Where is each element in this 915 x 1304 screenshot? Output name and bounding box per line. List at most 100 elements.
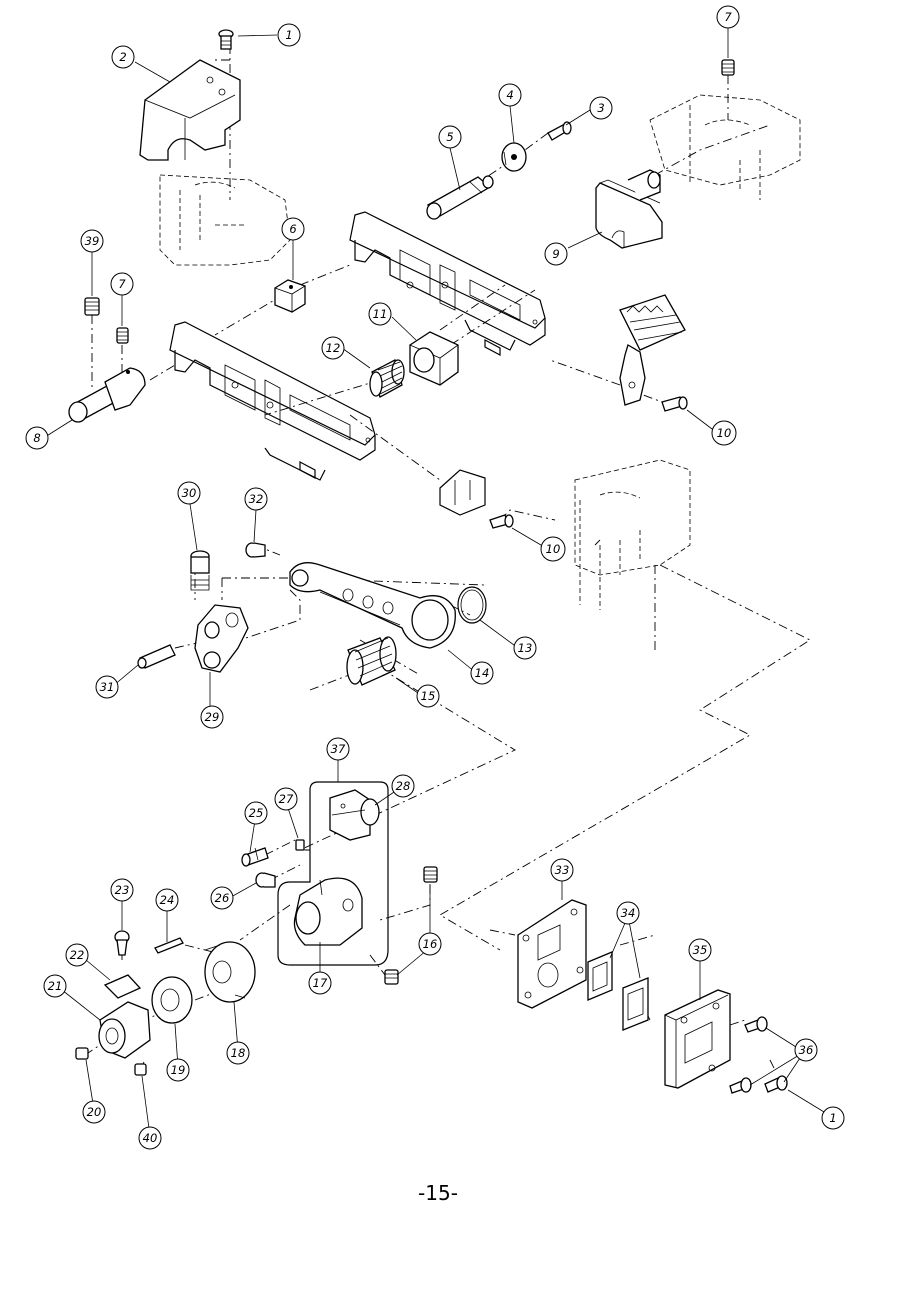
- part-39-setscrew: [84, 297, 100, 316]
- callout-label: 29: [205, 710, 220, 724]
- callout-28: 28: [391, 774, 415, 798]
- callout-12: 12: [321, 336, 345, 360]
- part-15-bearing: [346, 636, 397, 686]
- callout-label: 23: [115, 883, 130, 897]
- leader-lines: [44, 28, 830, 1137]
- callout-19: 19: [166, 1058, 190, 1082]
- callout-2: 2: [111, 45, 135, 69]
- callout-39: 39: [80, 229, 104, 253]
- part-14-rod: [289, 562, 456, 649]
- part-6-block: [274, 279, 306, 313]
- callout-label: 33: [555, 863, 570, 877]
- callout-label: 35: [693, 943, 708, 957]
- callout-label: 1: [285, 28, 292, 42]
- callout-10-lower: 10: [540, 536, 566, 562]
- part-27-setscrew: [295, 839, 305, 851]
- callout-label: 10: [546, 542, 561, 556]
- callout-5: 5: [438, 125, 462, 149]
- callout-29: 29: [200, 705, 224, 729]
- part-10-screw-a: [661, 396, 688, 412]
- part-11-housing: [409, 331, 459, 386]
- part-9-plate: [595, 169, 663, 249]
- part-7-setscrew-right: [721, 59, 735, 76]
- callout-label: 7: [724, 10, 732, 24]
- part-20-setscrew: [75, 1047, 89, 1060]
- callout-26: 26: [210, 886, 234, 910]
- part-17-eccentric: [293, 877, 363, 946]
- part-31-pin: [137, 644, 176, 669]
- lower-feed-bar: [169, 321, 376, 481]
- callout-13: 13: [513, 636, 537, 660]
- callout-label: 34: [621, 906, 636, 920]
- callout-label: 9: [552, 247, 559, 261]
- callout-label: 20: [87, 1105, 102, 1119]
- callout-3: 3: [589, 96, 613, 120]
- part-16-setscrew-b: [384, 969, 399, 985]
- callout-14: 14: [470, 661, 494, 685]
- callout-label: 25: [249, 806, 264, 820]
- callout-label: 26: [215, 891, 230, 905]
- part-3-screw: [547, 121, 572, 141]
- part-26-screw: [255, 872, 276, 888]
- part-40-setscrew: [134, 1063, 147, 1076]
- callout-25: 25: [244, 801, 268, 825]
- callout-label: 7: [118, 277, 126, 291]
- callout-label: 37: [331, 742, 346, 756]
- callout-9: 9: [544, 242, 568, 266]
- part-25-stud: [241, 847, 269, 867]
- frame-outlines: [159, 94, 801, 610]
- feed-dog: [619, 294, 686, 406]
- callout-7-left: 7: [110, 272, 134, 296]
- callout-35: 35: [688, 938, 712, 962]
- callout-24: 24: [155, 888, 179, 912]
- callout-label: 40: [143, 1131, 158, 1145]
- callout-label: 17: [313, 976, 328, 990]
- callout-label: 3: [597, 101, 604, 115]
- part-12-bearing: [369, 359, 405, 398]
- callout-37: 37: [326, 737, 350, 761]
- callout-label: 21: [48, 979, 63, 993]
- callout-label: 12: [326, 341, 341, 355]
- part-19-washer: [151, 976, 193, 1024]
- part-36-screw-b: [729, 1077, 752, 1094]
- part-36-screw-a: [744, 1016, 768, 1033]
- callout-8: 8: [25, 426, 49, 450]
- callout-label: 2: [119, 50, 126, 64]
- callout-label: 15: [421, 689, 436, 703]
- part-8-sleeve: [68, 367, 146, 423]
- callout-label: 39: [85, 234, 100, 248]
- upper-feed-bar: [349, 211, 546, 356]
- part-21-collar: [98, 1001, 151, 1059]
- callout-label: 22: [70, 948, 85, 962]
- part-35-plate: [664, 989, 731, 1089]
- callout-40: 40: [138, 1126, 162, 1150]
- callout-label: 19: [171, 1063, 186, 1077]
- part-22-clamp: [103, 974, 142, 999]
- callout-label: 6: [289, 222, 296, 236]
- callout-16-upper: 16: [418, 932, 442, 956]
- callout-21: 21: [43, 974, 67, 998]
- callout-7-right: 7: [716, 5, 740, 29]
- callout-label: 14: [475, 666, 490, 680]
- callout-10-right: 10: [711, 420, 737, 446]
- callout-30: 30: [177, 481, 201, 505]
- callout-label: 5: [446, 130, 453, 144]
- small-bracket: [439, 469, 486, 516]
- callout-label: 28: [396, 779, 411, 793]
- part-28-cam: [329, 789, 380, 841]
- callout-label: 10: [717, 426, 732, 440]
- callout-15: 15: [416, 684, 440, 708]
- part-33-gasket: [517, 899, 587, 1009]
- part-18-collar: [204, 941, 256, 1003]
- part-4-disc: [501, 142, 527, 172]
- callout-20: 20: [82, 1100, 106, 1124]
- part-10-screw-b: [489, 514, 514, 529]
- callout-11: 11: [368, 302, 392, 326]
- callout-22: 22: [65, 943, 89, 967]
- part-1-screw-top: [218, 29, 234, 50]
- callout-6: 6: [281, 217, 305, 241]
- part-2-cover: [139, 59, 241, 161]
- part-23-screw: [114, 930, 130, 956]
- part-16-setscrew-a: [423, 866, 438, 883]
